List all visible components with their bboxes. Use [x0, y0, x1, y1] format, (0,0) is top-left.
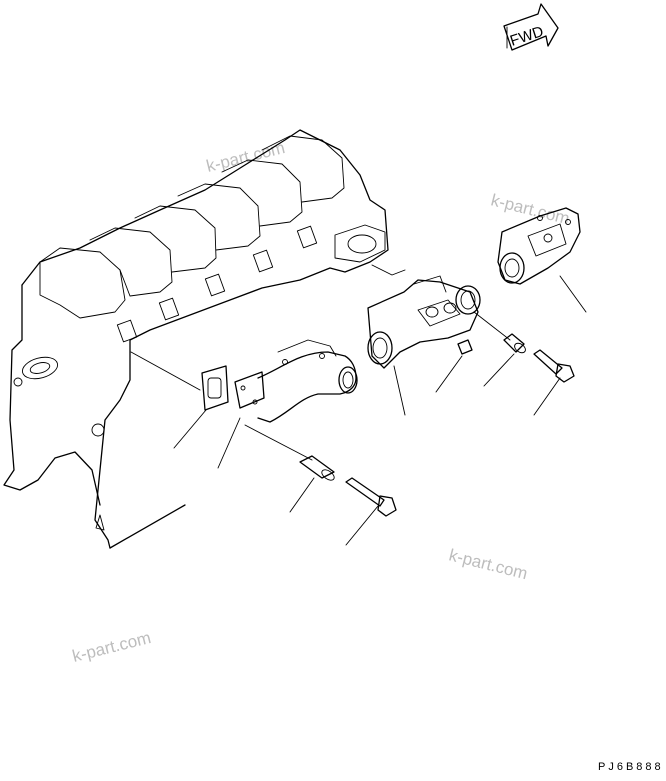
cylinder-block: [3, 129, 406, 549]
leader-lines: [130, 275, 587, 546]
fwd-arrow-icon: FWD: [503, 3, 559, 51]
exhaust-manifold-center: [367, 275, 481, 369]
spacer-sleeve-upper: [503, 333, 526, 354]
drawing-code: PJ6B888: [598, 761, 664, 773]
exhaust-manifold-rear: [497, 207, 581, 285]
plug-fitting: [457, 339, 473, 355]
spacer-sleeve-lower: [299, 455, 335, 481]
watermark-4: k-part.com: [70, 628, 153, 666]
gasket: [201, 365, 229, 411]
watermark-2: k-part.com: [489, 190, 572, 228]
bolt-lower: [345, 477, 397, 517]
exhaust-manifold-front: [234, 339, 358, 423]
bolt-upper: [533, 349, 575, 383]
watermark-3: k-part.com: [447, 545, 530, 583]
fwd-label: FWD: [508, 23, 546, 50]
